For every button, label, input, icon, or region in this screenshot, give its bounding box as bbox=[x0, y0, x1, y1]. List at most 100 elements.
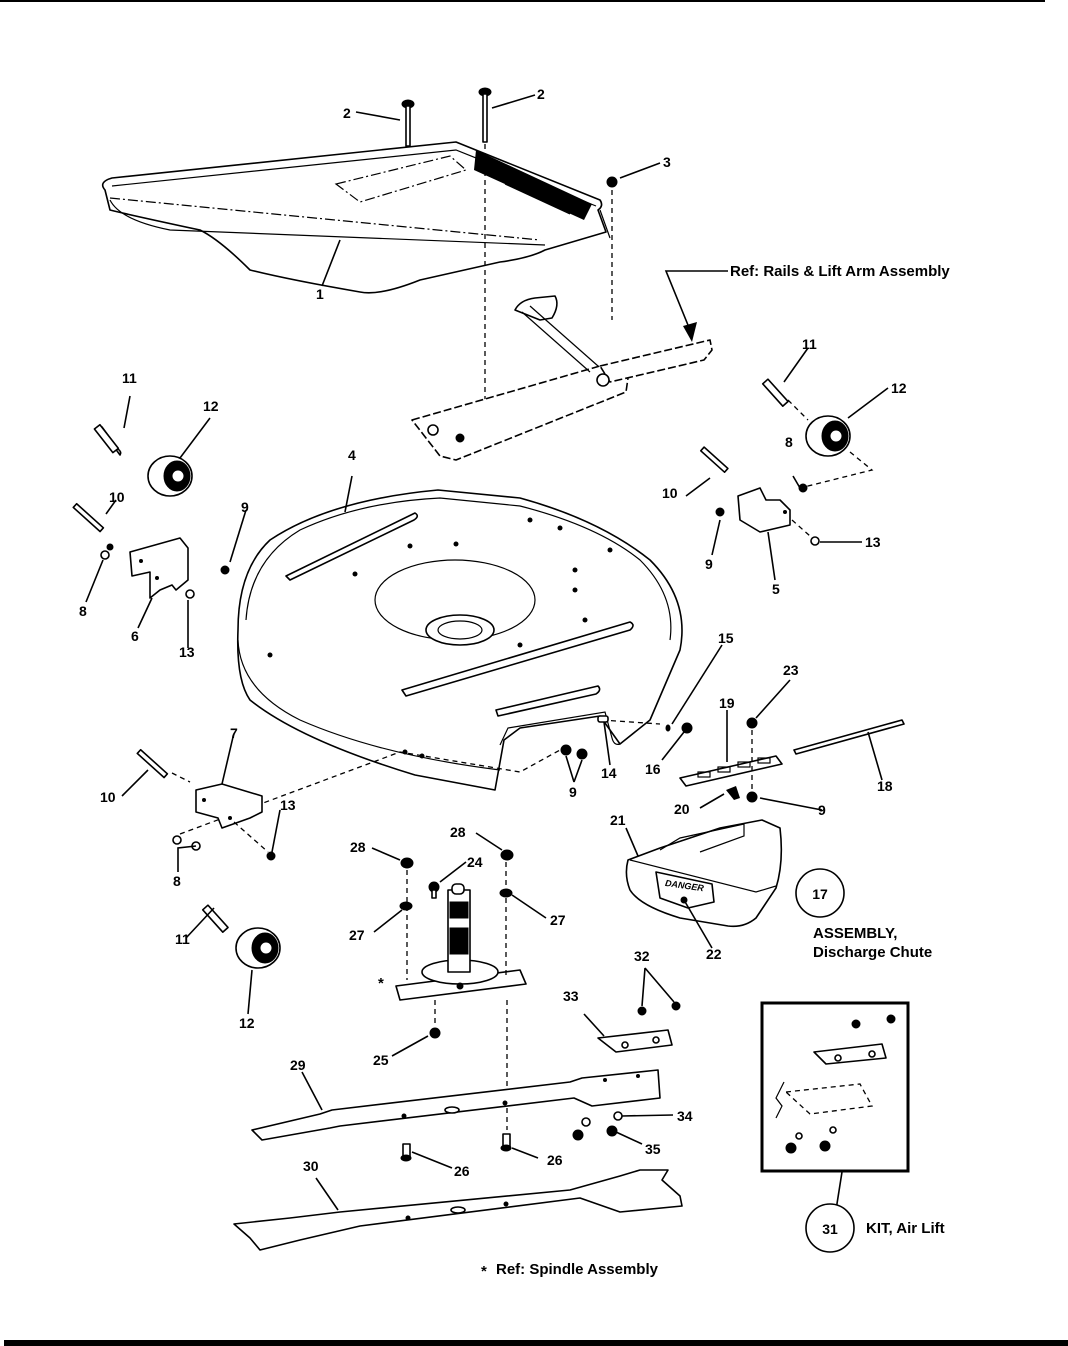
axle-part-11c bbox=[201, 904, 229, 933]
callout-numbers: 2 2 3 1 4 5 6 7 8 8 8 9 9 9 9 10 10 10 1… bbox=[79, 86, 907, 1179]
rails-lift-arm bbox=[411, 295, 713, 461]
nuts-part-32 bbox=[637, 1001, 681, 1016]
callout-9: 9 bbox=[569, 784, 577, 800]
spindle-ref-label: Ref: Spindle Assembly bbox=[496, 1261, 659, 1278]
callout-13: 13 bbox=[179, 644, 195, 660]
discharge-chute-assembly-17: 17 ASSEMBLY, Discharge Chute bbox=[795, 868, 932, 961]
callout-28: 28 bbox=[450, 824, 466, 840]
hinge-rod-part-18 bbox=[793, 719, 905, 755]
wheel-part-12a bbox=[147, 455, 193, 497]
axle-part-11a bbox=[93, 423, 122, 456]
bolt-part-26b bbox=[500, 1133, 512, 1152]
callout-2: 2 bbox=[343, 105, 351, 121]
bolt-part-10c bbox=[136, 748, 169, 779]
blade-part-30 bbox=[233, 1169, 683, 1251]
callout-22: 22 bbox=[706, 946, 722, 962]
nut-part-28b bbox=[500, 849, 514, 861]
callout-29: 29 bbox=[290, 1057, 306, 1073]
callout-8: 8 bbox=[785, 434, 793, 450]
callout-11: 11 bbox=[802, 336, 817, 352]
air-lift-plate-part-33 bbox=[597, 1029, 673, 1053]
spindle-ref: * Ref: Spindle Assembly bbox=[481, 1261, 659, 1280]
bracket-part-5 bbox=[737, 487, 791, 533]
assembly-line bbox=[601, 719, 661, 725]
discharge-chute-line1: ASSEMBLY, bbox=[813, 925, 897, 942]
callout-21: 21 bbox=[610, 812, 626, 828]
assembly-line bbox=[787, 399, 809, 421]
hinge-plate-part-19 bbox=[679, 755, 783, 787]
rails-lift-arm-ref: Ref: Rails & Lift Arm Assembly bbox=[664, 263, 950, 342]
callout-26: 26 bbox=[547, 1152, 563, 1168]
deck-housing-part-4 bbox=[236, 489, 683, 791]
callout-32: 32 bbox=[634, 948, 650, 964]
callout-27: 27 bbox=[550, 912, 566, 928]
assembly-line bbox=[171, 772, 191, 783]
callout-28: 28 bbox=[350, 839, 366, 855]
assembly-line bbox=[799, 451, 874, 489]
spindle-ref-asterisk: * bbox=[481, 1263, 487, 1280]
washer-part-27a bbox=[399, 901, 413, 911]
callout-7: 7 bbox=[230, 725, 238, 741]
callout-23: 23 bbox=[783, 662, 799, 678]
bolt-part-26a bbox=[400, 1143, 412, 1162]
callout-20: 20 bbox=[674, 801, 690, 817]
bolt-part-14 bbox=[597, 715, 609, 723]
nut-part-9b bbox=[715, 507, 725, 517]
callout-16: 16 bbox=[645, 761, 661, 777]
callout-9: 9 bbox=[818, 802, 826, 818]
callout-11: 11 bbox=[175, 931, 190, 947]
assembly-line bbox=[791, 519, 811, 537]
callout-14: 14 bbox=[601, 765, 617, 781]
callout-27: 27 bbox=[349, 927, 365, 943]
nut-part-3 bbox=[606, 176, 618, 188]
nut-part-8b bbox=[798, 483, 808, 493]
air-lift-kit-box: 31 KIT, Air Lift bbox=[760, 1001, 945, 1253]
callout-35: 35 bbox=[645, 1141, 661, 1157]
callout-12: 12 bbox=[203, 398, 219, 414]
bottom-rule bbox=[4, 1340, 1068, 1346]
callout-3: 3 bbox=[663, 154, 671, 170]
bolt-part-2b bbox=[478, 87, 492, 143]
callout-12: 12 bbox=[239, 1015, 255, 1031]
bolt-part-10a bbox=[72, 502, 105, 533]
nut-part-28a bbox=[400, 857, 414, 869]
callout-33: 33 bbox=[563, 988, 579, 1004]
nut-part-25 bbox=[429, 1027, 441, 1039]
spindle-assembly bbox=[395, 883, 527, 1001]
callout-19: 19 bbox=[719, 695, 735, 711]
callout-2: 2 bbox=[537, 86, 545, 102]
nut-part-8a bbox=[100, 543, 114, 560]
callout-11: 11 bbox=[122, 370, 137, 386]
nut-part-23 bbox=[746, 717, 758, 729]
callout-10: 10 bbox=[109, 489, 125, 505]
washers-part-34-35 bbox=[572, 1111, 623, 1141]
wheel-part-12c bbox=[235, 927, 281, 969]
nut-part-13b bbox=[810, 536, 820, 546]
nuts-part-9c bbox=[560, 744, 588, 760]
callout-1: 1 bbox=[316, 286, 324, 302]
assembly-31-number: 31 bbox=[822, 1221, 838, 1237]
callout-9: 9 bbox=[241, 499, 249, 515]
wheel-part-12b bbox=[805, 415, 851, 457]
bolt-part-2a bbox=[401, 99, 415, 147]
callout-4: 4 bbox=[348, 447, 356, 463]
callout-12: 12 bbox=[891, 380, 907, 396]
callout-18: 18 bbox=[877, 778, 893, 794]
callout-8: 8 bbox=[79, 603, 87, 619]
callout-13: 13 bbox=[280, 797, 296, 813]
callout-24: 24 bbox=[467, 854, 483, 870]
bolt-part-10b bbox=[699, 446, 729, 473]
nut-part-9a bbox=[220, 565, 230, 575]
assembly-line bbox=[179, 749, 561, 835]
discharge-chute-part-21: DANGER bbox=[625, 819, 783, 928]
spring-part-16 bbox=[681, 722, 693, 734]
axle-part-11b bbox=[761, 378, 789, 407]
callout-26: 26 bbox=[454, 1163, 470, 1179]
blade-part-29 bbox=[251, 1069, 661, 1141]
leader-lines bbox=[85, 94, 889, 1211]
spindle-asterisk: * bbox=[378, 975, 384, 992]
nut-part-9d bbox=[746, 791, 758, 803]
callout-10: 10 bbox=[100, 789, 116, 805]
bracket-part-7 bbox=[195, 783, 263, 829]
